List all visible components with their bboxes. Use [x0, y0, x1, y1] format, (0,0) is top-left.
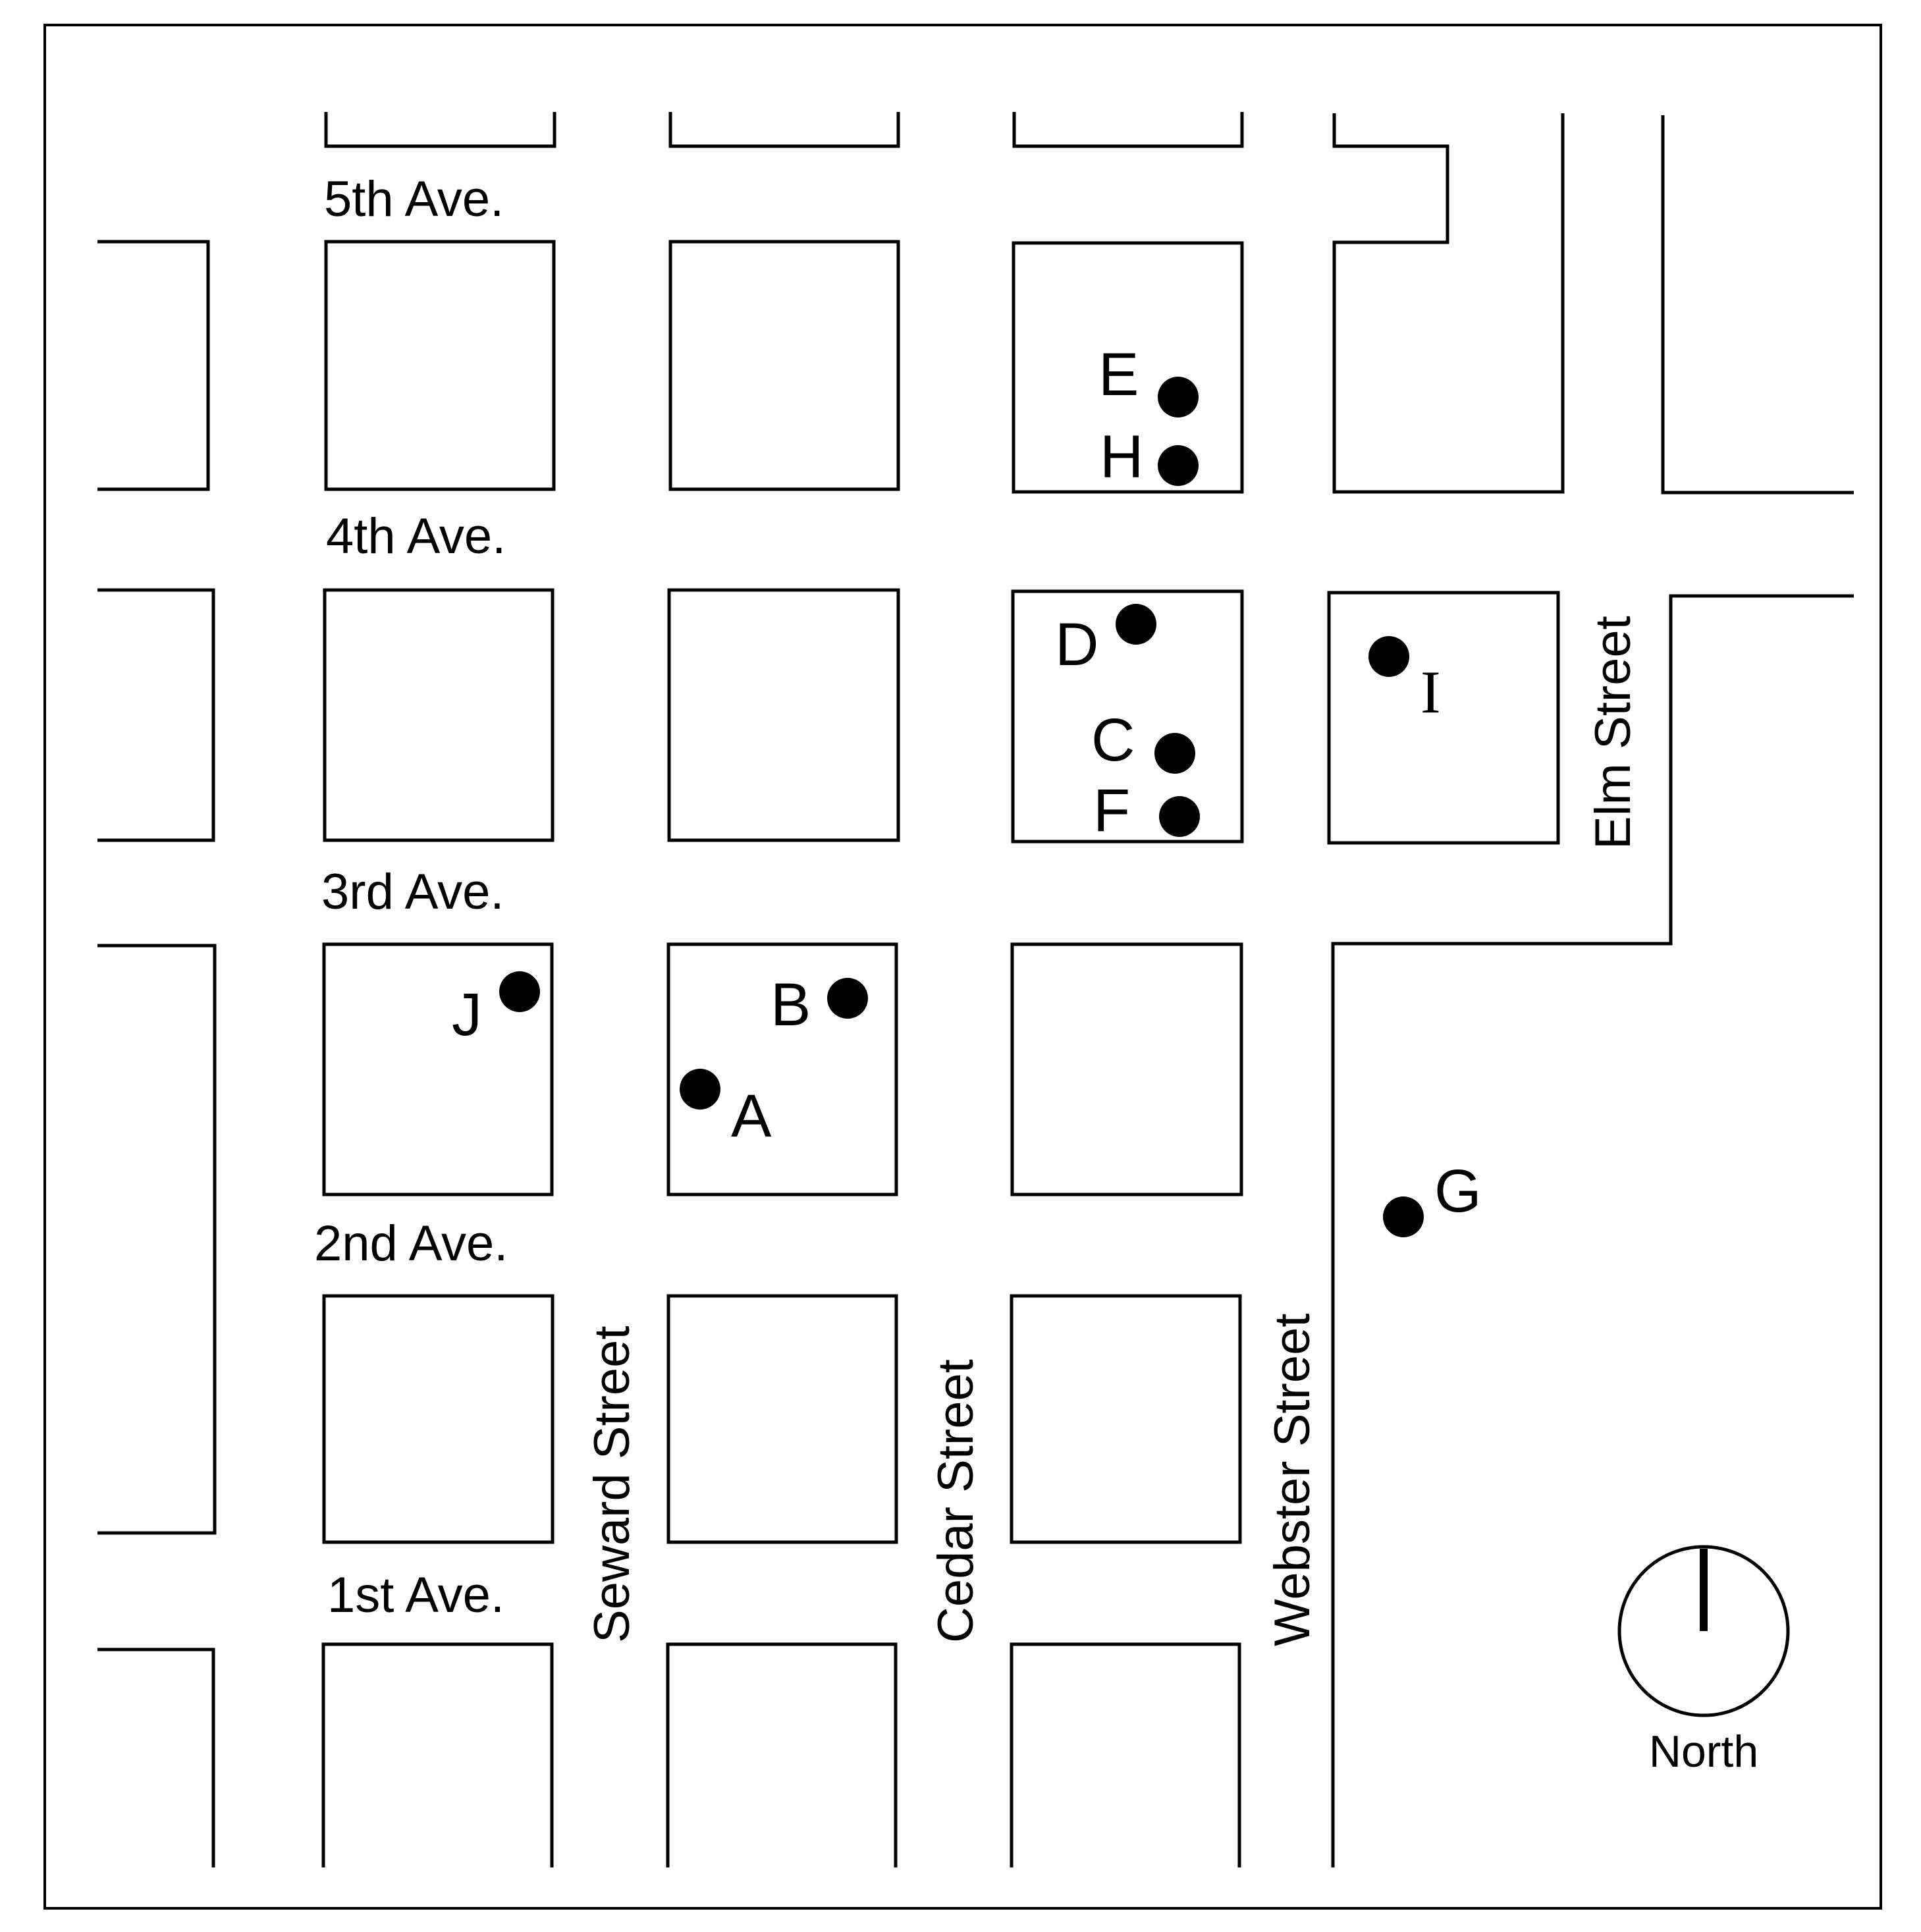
north-compass: North	[1617, 1545, 1790, 1777]
marker-E: E	[1098, 341, 1199, 417]
blocks-top-row	[324, 112, 1854, 495]
blocks-row-3	[97, 588, 1854, 1867]
marker-H: H	[1100, 423, 1199, 491]
block	[321, 1642, 554, 1867]
marker-label-E: E	[1098, 341, 1139, 408]
road-edge	[1331, 594, 1854, 1867]
block	[1327, 591, 1560, 845]
block	[668, 240, 900, 491]
marker-dot-B	[827, 978, 868, 1019]
marker-dot-D	[1116, 604, 1156, 645]
block	[666, 1642, 898, 1867]
marker-label-C: C	[1091, 707, 1135, 774]
block	[322, 1294, 555, 1544]
marker-D: D	[1055, 604, 1156, 678]
road-edge	[1661, 115, 1854, 495]
street-label-seward: Seward Street	[584, 1326, 640, 1643]
marker-dot-I	[1368, 636, 1409, 677]
avenue-label-4th: 4th Ave.	[326, 508, 506, 564]
block	[97, 588, 215, 842]
marker-dot-C	[1154, 733, 1195, 774]
marker-I: I	[1368, 636, 1441, 726]
marker-G: G	[1383, 1158, 1482, 1237]
block	[322, 942, 554, 1196]
street-label-elm: Elm Street	[1585, 616, 1641, 849]
blocks-bottom-row	[97, 1642, 1241, 1867]
location-markers: E H D C F I J B	[452, 341, 1482, 1237]
block	[97, 944, 217, 1535]
street-label-webster: Webster Street	[1264, 1314, 1320, 1646]
block	[1010, 942, 1243, 1196]
marker-label-D: D	[1055, 611, 1098, 678]
marker-label-B: B	[771, 971, 811, 1038]
block	[1332, 113, 1565, 494]
block	[324, 112, 556, 148]
marker-B: B	[771, 971, 868, 1038]
avenue-label-3rd: 3rd Ave.	[321, 864, 504, 920]
block	[1010, 1642, 1241, 1867]
street-label-cedar: Cedar Street	[928, 1359, 984, 1643]
marker-J: J	[452, 971, 540, 1048]
marker-dot-H	[1158, 445, 1199, 486]
block	[323, 588, 555, 842]
block	[1012, 112, 1244, 148]
marker-label-A: A	[731, 1083, 772, 1150]
map-border	[43, 24, 1882, 1910]
marker-label-F: F	[1093, 777, 1130, 844]
compass-label: North	[1649, 1727, 1758, 1777]
blocks-row-2	[97, 240, 1244, 494]
block	[666, 942, 898, 1196]
block	[1012, 241, 1244, 494]
blocks-row-4	[97, 942, 1243, 1535]
block	[667, 588, 900, 842]
street-labels: Seward Street Cedar Street Webster Stree…	[584, 616, 1641, 1646]
marker-A: A	[680, 1069, 772, 1150]
block	[668, 112, 900, 148]
marker-dot-E	[1158, 377, 1199, 417]
marker-label-J: J	[452, 981, 482, 1048]
avenue-label-5th: 5th Ave.	[324, 171, 504, 227]
marker-C: C	[1091, 707, 1195, 774]
block	[97, 240, 210, 491]
block	[324, 240, 556, 491]
compass-circle-icon	[1617, 1545, 1790, 1717]
block	[97, 1648, 215, 1867]
marker-F: F	[1093, 777, 1200, 844]
marker-label-G: G	[1434, 1158, 1482, 1225]
marker-dot-J	[499, 971, 540, 1012]
blocks-row-5	[322, 1294, 1242, 1544]
avenue-label-1st: 1st Ave.	[327, 1567, 504, 1623]
marker-label-I: I	[1420, 658, 1441, 726]
marker-label-H: H	[1100, 423, 1143, 491]
marker-dot-G	[1383, 1196, 1424, 1237]
marker-dot-A	[680, 1069, 720, 1110]
avenue-label-2nd: 2nd Ave.	[314, 1216, 508, 1272]
block	[666, 1294, 898, 1544]
marker-dot-F	[1159, 796, 1200, 837]
block	[1011, 589, 1244, 844]
avenue-labels: 5th Ave. 4th Ave. 3rd Ave. 2nd Ave. 1st …	[314, 171, 508, 1623]
block	[1010, 1294, 1242, 1544]
